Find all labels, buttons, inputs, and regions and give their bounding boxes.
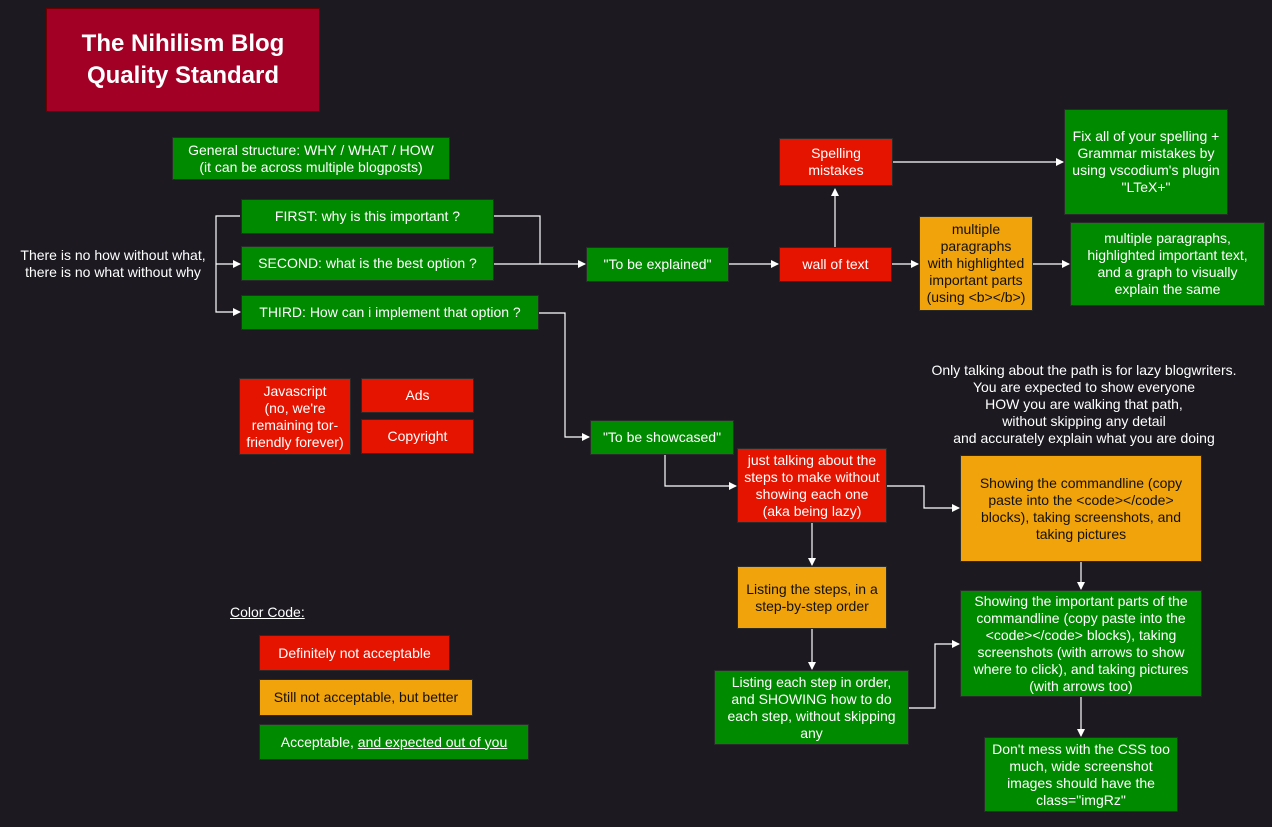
just-talking-box: just talking about the steps to make wit… — [737, 448, 887, 523]
legend-red-text: Definitely not acceptable — [278, 644, 431, 661]
ads-text: Ads — [405, 387, 430, 403]
first-text: FIRST: why is this important ? — [274, 208, 461, 224]
edge-third-to-showcased — [539, 312, 590, 441]
ads-box: Ads — [361, 378, 474, 413]
legend-orange-text: Still not acceptable, but better — [273, 689, 459, 705]
showing-important-parts-box: Showing the important parts of the comma… — [960, 590, 1202, 697]
css-note-text: Don't mess with the CSS too much, wide s… — [992, 740, 1170, 808]
showing-commandline-text: Showing the commandline (copy paste into… — [979, 474, 1183, 542]
multiple-paragraphs-graph-text: multiple paragraphs, highlighted importa… — [1087, 230, 1248, 297]
fix-spelling-box: Fix all of your spelling + Grammar mista… — [1064, 109, 1228, 215]
to-be-showcased-box: "To be showcased" — [590, 420, 734, 455]
just-talking-text: just talking about the steps to make wit… — [744, 451, 880, 519]
css-note-box: Don't mess with the CSS too much, wide s… — [984, 737, 1178, 812]
edge-first-to-explained — [493, 215, 541, 264]
to-be-showcased-text: "To be showcased" — [602, 429, 722, 445]
legend-green-text: Acceptable, and expected out of you — [281, 734, 508, 751]
copyright-text: Copyright — [387, 428, 448, 444]
spelling-mistakes-box: Spelling mistakes — [779, 138, 893, 186]
legend-red-box: Definitely not acceptable — [259, 635, 450, 671]
to-be-explained-text: "To be explained" — [603, 256, 712, 272]
multiple-paragraphs-box: multiple paragraphs with highlighted imp… — [919, 216, 1033, 311]
page-title-text: The Nihilism Blog Quality Standard — [81, 30, 285, 89]
listing-each-step-box: Listing each step in order, and SHOWING … — [714, 670, 909, 745]
legend-heading: Color Code: — [230, 604, 305, 620]
edge-talking-to-cmd — [887, 485, 960, 512]
edge-showcased-to-talking — [664, 455, 737, 490]
javascript-text: Javascript (no, we're remaining tor- fri… — [246, 382, 344, 450]
general-structure-text: General structure: WHY / WHAT / HOW (it … — [188, 141, 434, 175]
second-text: SECOND: what is the best option ? — [258, 255, 477, 271]
listing-steps-box: Listing the steps, in a step-by-step ord… — [737, 566, 887, 629]
showing-important-parts-text: Showing the important parts of the comma… — [973, 592, 1189, 694]
third-text: THIRD: How can i implement that option ? — [259, 304, 521, 320]
legend-orange-box: Still not acceptable, but better — [259, 679, 473, 716]
legend-green-box: Acceptable, and expected out of you — [259, 724, 529, 760]
showing-commandline-box: Showing the commandline (copy paste into… — [960, 455, 1202, 562]
legend-green-underlined: and expected out of you — [357, 733, 508, 750]
edge-each-to-important — [909, 640, 960, 709]
to-be-explained-box: "To be explained" — [586, 247, 729, 282]
javascript-box: Javascript (no, we're remaining tor- fri… — [239, 378, 351, 455]
page-title: The Nihilism Blog Quality Standard — [46, 8, 320, 112]
legend-green-prefix: Acceptable, — [280, 733, 358, 750]
spelling-mistakes-text: Spelling mistakes — [808, 145, 864, 178]
multiple-paragraphs-graph-box: multiple paragraphs, highlighted importa… — [1070, 222, 1265, 306]
copyright-box: Copyright — [361, 419, 474, 454]
listing-steps-text: Listing the steps, in a step-by-step ord… — [746, 580, 878, 614]
first-box: FIRST: why is this important ? — [241, 199, 494, 234]
wall-of-text-text: wall of text — [802, 256, 869, 272]
edge-side-to-first — [215, 215, 240, 264]
side-note: There is no how without what, there is n… — [20, 247, 206, 280]
listing-each-step-text: Listing each step in order, and SHOWING … — [727, 673, 896, 741]
multiple-paragraphs-text: multiple paragraphs with highlighted imp… — [926, 221, 1026, 305]
general-structure-box: General structure: WHY / WHAT / HOW (it … — [172, 137, 450, 180]
second-box: SECOND: what is the best option ? — [241, 246, 494, 281]
third-box: THIRD: How can i implement that option ? — [241, 295, 539, 330]
fix-spelling-text: Fix all of your spelling + Grammar mista… — [1072, 128, 1220, 195]
edge-side-to-third — [215, 264, 241, 316]
wall-of-text-box: wall of text — [779, 247, 892, 282]
lazy-note: Only talking about the path is for lazy … — [931, 362, 1237, 446]
